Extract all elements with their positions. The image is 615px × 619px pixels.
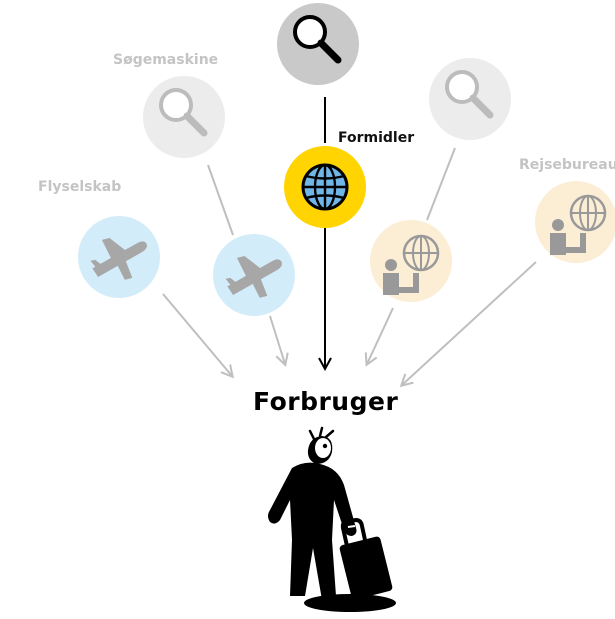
magnifier-icon <box>445 70 494 119</box>
arrow-airline-to-consumer <box>162 293 232 376</box>
label-intermediary: Formidler <box>338 130 415 146</box>
arrow-plane-to-consumer <box>269 315 285 364</box>
search-node-center <box>277 3 359 85</box>
search-node-right <box>429 58 511 140</box>
intermediary-node <box>284 146 366 228</box>
airplane-icon <box>225 256 282 298</box>
label-travel-agency: Rejsebureau <box>519 157 615 173</box>
traveler-figure-icon <box>268 426 396 612</box>
travel-agency-node-right <box>535 181 615 263</box>
globe-icon <box>301 163 349 211</box>
travel-agent-icon <box>383 234 440 295</box>
travel-agent-icon <box>550 194 607 255</box>
label-consumer: Forbruger <box>253 387 399 416</box>
connector-search-left-to-plane <box>207 164 234 236</box>
airline-node-left <box>78 216 160 298</box>
label-search-engine: Søgemaskine <box>113 52 219 68</box>
connector-search-right-to-agent <box>426 147 456 221</box>
airplane-icon <box>90 238 147 280</box>
arrow-travel-agency-to-consumer <box>402 261 537 385</box>
travel-agent-node-center <box>370 220 452 302</box>
label-airline: Flyselskab <box>38 179 122 195</box>
arrow-agent-to-consumer <box>367 307 394 364</box>
faded-connections <box>162 147 537 385</box>
search-node-left <box>143 76 225 158</box>
magnifier-icon <box>293 15 342 64</box>
airline-node-right <box>213 234 295 316</box>
magnifier-icon <box>159 88 208 137</box>
